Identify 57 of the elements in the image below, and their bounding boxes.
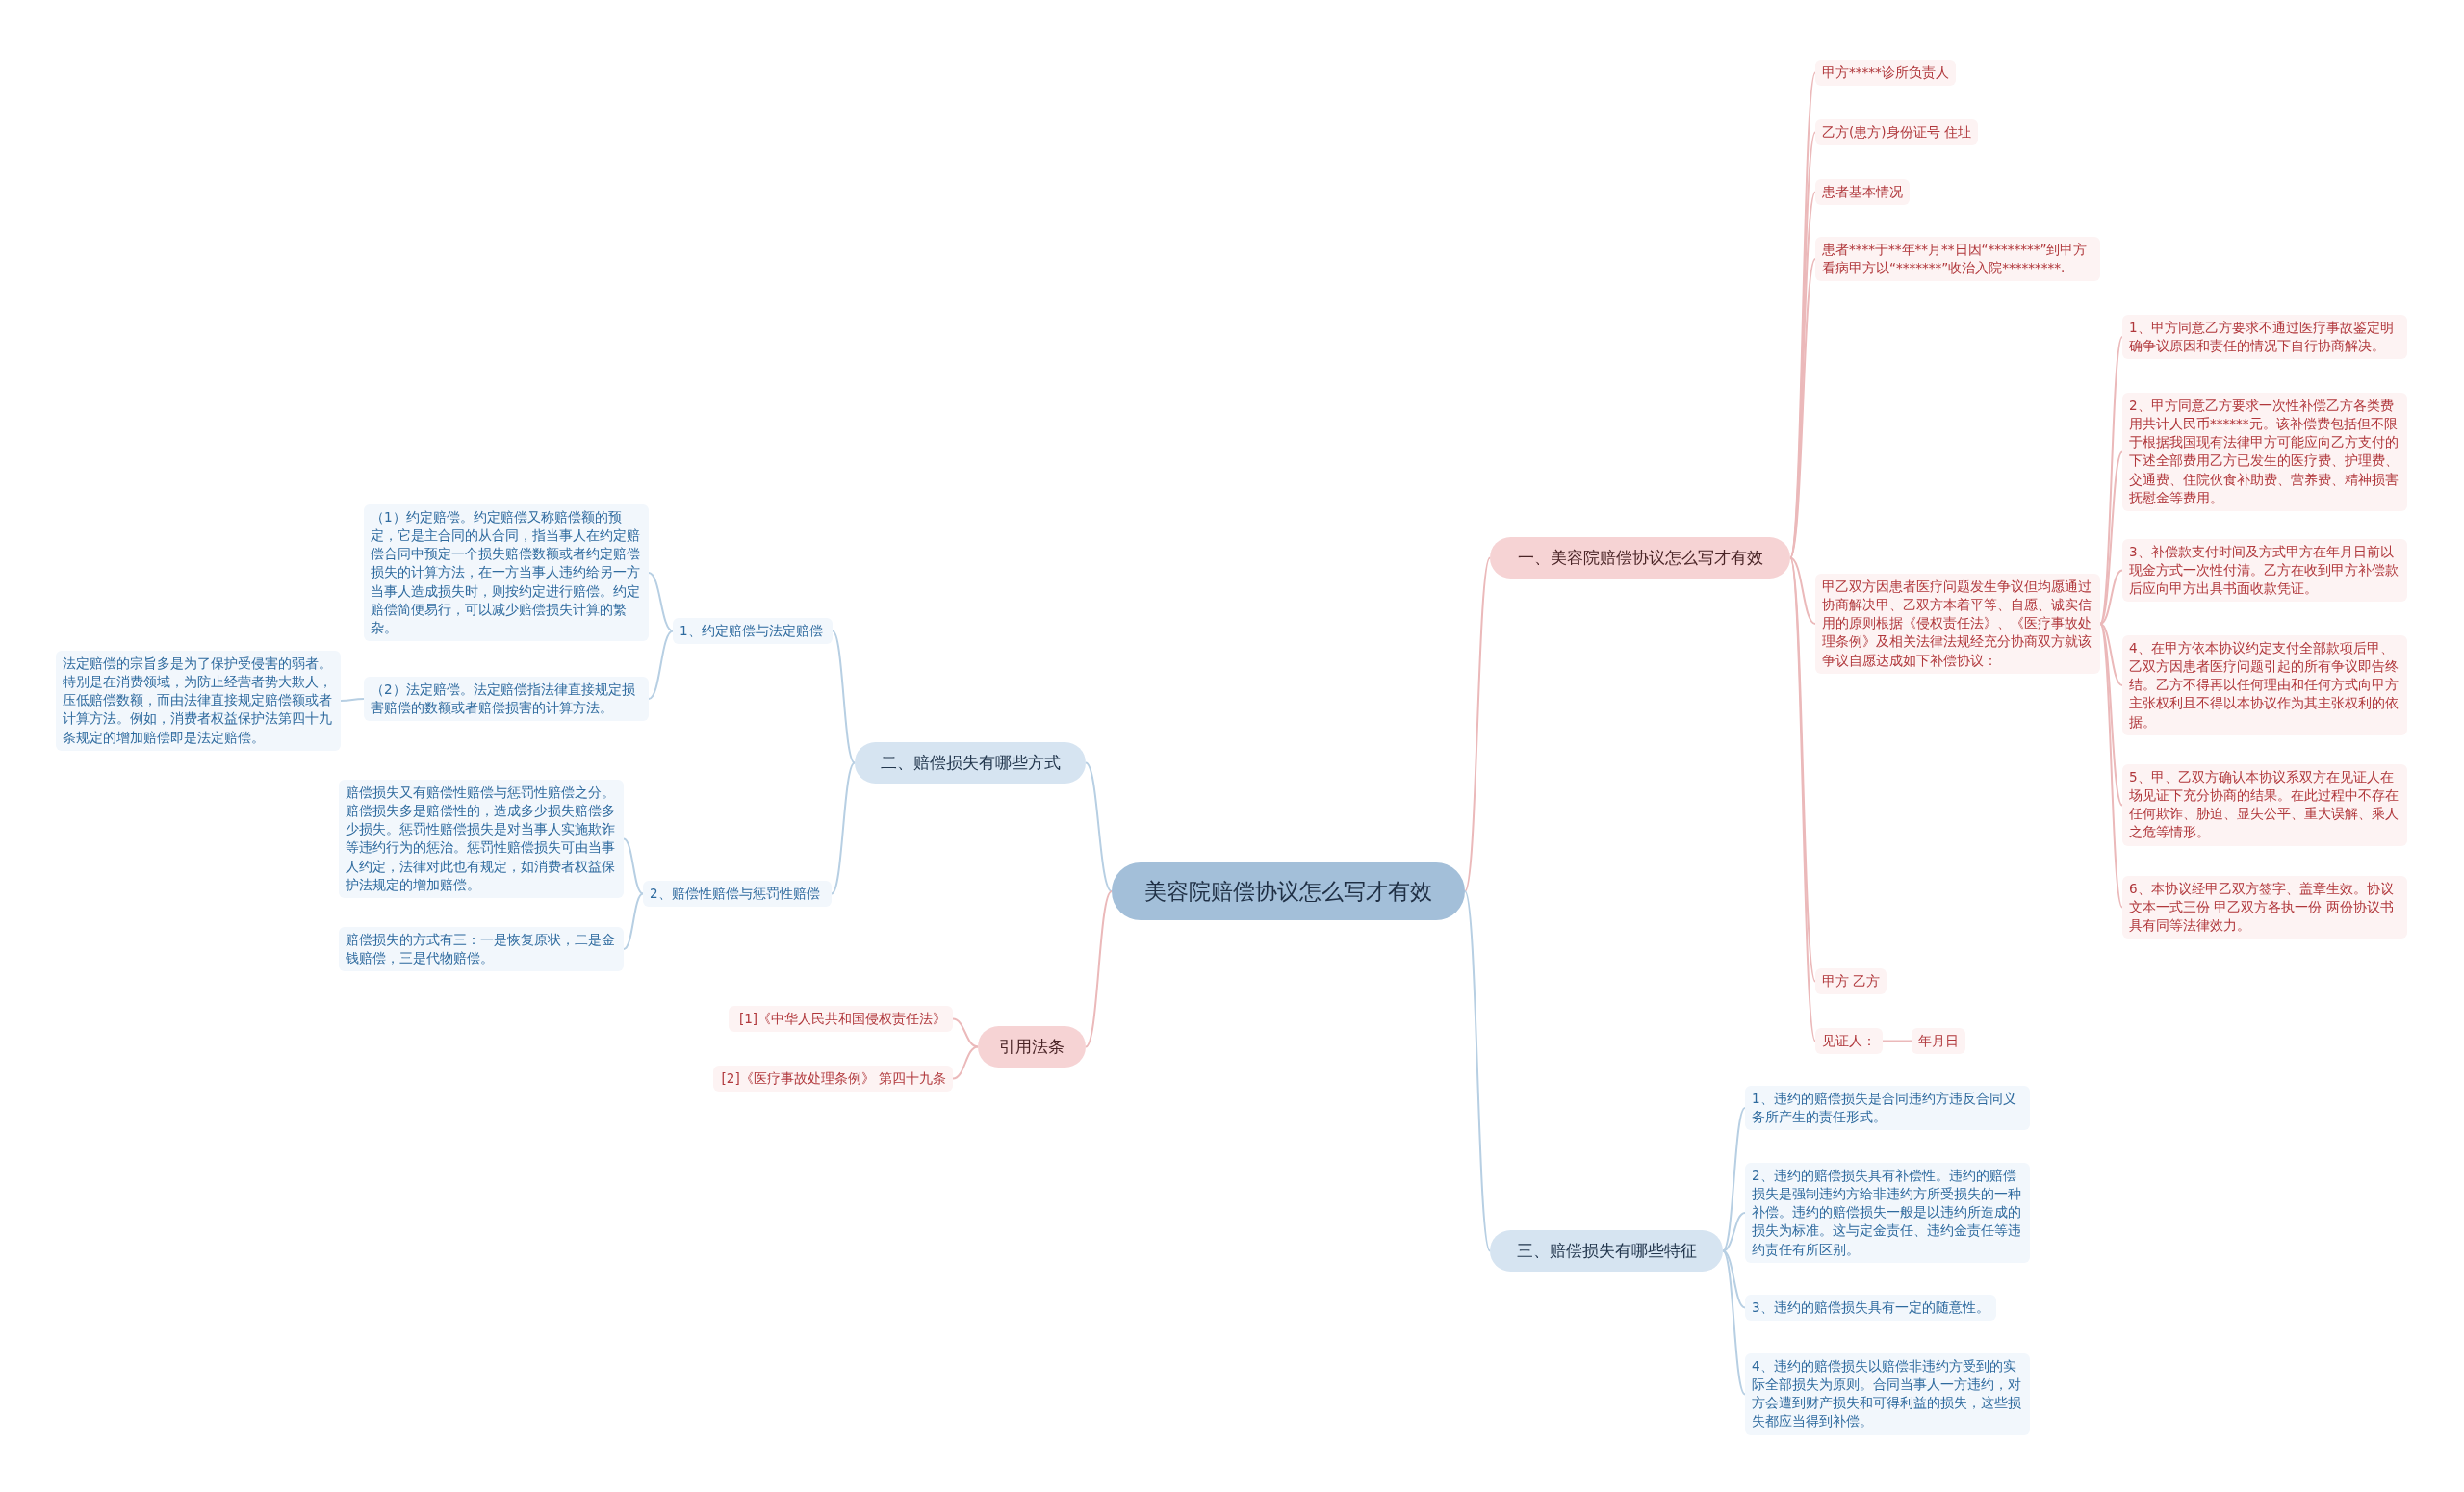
subtopic-note: 法定赔偿的宗旨多是为了保护受侵害的弱者。特别是在消费领域，为防止经营者势大欺人，压低赔偿数额，而由法律直接规定赔偿额或者计算方法。例如，消费者权益保护法第四十九条规定的增加赔偿即是法定赔偿。 (56, 651, 341, 751)
subtopic-note: 3、补偿款支付时间及方式甲方在年月日前以现金方式一次性付清。乙方在收到甲方补偿款后应向甲方出具书面收款凭证。 (2122, 539, 2407, 603)
subtopic-note: 乙方(患方)身份证号 住址 (1815, 119, 1978, 146)
connector-line (831, 761, 856, 895)
subtopic-note: 1、违约的赔偿损失是合同违约方违反合同义务所产生的责任形式。 (1745, 1086, 2030, 1131)
subtopic-note: 6、本协议经甲乙双方签字、盖章生效。协议文本一式三份 甲乙双方各执一份 两份协议书具有同等法律效力。 (2122, 876, 2407, 939)
branch-topic: 一、美容院赔偿协议怎么写才有效 (1490, 537, 1790, 579)
subtopic-note: （1）约定赔偿。约定赔偿又称赔偿额的预定，它是主合同的从合同，指当事人在约定赔偿合同中预定一个损失赔偿数额或者约定赔偿损失的计算方法，在一方当事人违约给另一方当事人造成损失时，则按约定进行赔偿。约定赔偿简便易行，可以减少赔偿损失计算的繁杂。 (364, 504, 649, 642)
connector-line (2099, 623, 2123, 909)
subtopic-note: 赔偿损失的方式有三：一是恢复原状，二是金钱赔偿，三是代物赔偿。 (339, 927, 624, 972)
subtopic-note: [1]《中华人民共和国侵权责任法》 (729, 1006, 953, 1033)
connector-line (1085, 890, 1113, 1048)
connector-line (2099, 623, 2123, 807)
connector-line (1722, 1249, 1746, 1396)
subtopic-note: 2、违约的赔偿损失具有补偿性。违约的赔偿损失是强制违约方给非违约方所受损失的一种补偿。违约的赔偿损失一般是以违约所造成的损失为标准。这与定金责任、违约金责任等违约责任有所区别。 (1745, 1163, 2030, 1263)
connector-line (2099, 569, 2123, 625)
connector-line (1789, 556, 1816, 625)
subtopic-note: 患者基本情况 (1815, 179, 1910, 206)
central-topic: 美容院赔偿协议怎么写才有效 (1112, 862, 1465, 921)
connector-line (648, 630, 674, 700)
subtopic-note: 赔偿损失又有赔偿性赔偿与惩罚性赔偿之分。赔偿损失多是赔偿性的，造成多少损失赔偿多少损失。惩罚性赔偿损失是对当事人实施欺诈等违约行为的惩治。惩罚性赔偿损失可由当事人约定，法律对此也有规定，如消费者权益保护法规定的增加赔偿。 (339, 780, 624, 898)
connector-line (2099, 623, 2123, 686)
connector-line (2099, 450, 2123, 625)
connector-line (832, 630, 856, 764)
connector-line (1722, 1107, 1746, 1252)
subtopic-note: 4、在甲方依本协议约定支付全部款项后甲、乙双方因患者医疗问题引起的所有争议即告终结。乙方不得再以任何理由和任何方式向甲方主张权利且不得以本协议作为其主张权利的依据。 (2122, 635, 2407, 735)
subtopic-note: 甲乙双方因患者医疗问题发生争议但均愿通过协商解决甲、乙双方本着平等、自愿、诚实信用的原则根据《侵权责任法》、《医疗事故处理条例》及相关法律法规经充分协商双方就该争议自愿达成如下补偿协议： (1815, 574, 2100, 674)
subtopic-note: 年月日 (1912, 1028, 1965, 1055)
subtopic-note: 见证人： (1815, 1028, 1883, 1055)
subtopic-note: 甲方 乙方 (1815, 968, 1887, 995)
connector-line (1464, 890, 1491, 1252)
connector-line (648, 572, 674, 632)
connector-line (623, 837, 644, 895)
connector-line (1722, 1212, 1746, 1252)
subtopic-note: 5、甲、乙双方确认本协议系双方在见证人在场见证下充分协商的结果。在此过程中不存在任何欺诈、胁迫、显失公平、重大误解、乘人之危等情形。 (2122, 764, 2407, 846)
connector-line (1464, 556, 1491, 892)
subtopic-note: （2）法定赔偿。法定赔偿指法律直接规定损害赔偿的数额或者赔偿损害的计算方法。 (364, 677, 649, 722)
connector-line (623, 892, 644, 950)
subtopic-note: 甲方*****诊所负责人 (1815, 60, 1956, 87)
subtopic-note: 1、甲方同意乙方要求不通过医疗事故鉴定明确争议原因和责任的情况下自行协商解决。 (2122, 315, 2407, 360)
subtopic-note: 2、甲方同意乙方要求一次性补偿乙方各类费用共计人民币******元。该补偿费包括但不限于根据我国现有法律甲方可能应向乙方支付的下述全部费用乙方已发生的医疗费、护理费、交通费、住院伙食补助费、营养费、精神损害抚慰金等费用。 (2122, 393, 2407, 511)
branch-topic: 二、赔偿损失有哪些方式 (855, 742, 1086, 784)
subtopic-note: 1、约定赔偿与法定赔偿 (673, 618, 833, 645)
subtopic-note: 患者****于**年**月**日因“********”到甲方看病甲方以“*******”收治入院*********. (1815, 237, 2100, 282)
connector-line (1722, 1249, 1746, 1309)
connector-line (1085, 761, 1113, 892)
subtopic-note: 4、违约的赔偿损失以赔偿非违约方受到的实际全部损失为原则。合同当事人一方违约，对方会遭到财产损失和可得利益的损失，这些损失都应当得到补偿。 (1745, 1353, 2030, 1435)
branch-topic: 三、赔偿损失有哪些特征 (1490, 1230, 1723, 1272)
connector-line (952, 1045, 979, 1080)
connector-line (340, 698, 365, 702)
branch-topic: 引用法条 (978, 1026, 1086, 1068)
subtopic-note: 2、赔偿性赔偿与惩罚性赔偿 (643, 881, 832, 908)
connector-line (952, 1017, 979, 1048)
connector-line (1882, 1040, 1912, 1042)
connector-line (1789, 258, 1816, 559)
subtopic-note: 3、违约的赔偿损失具有一定的随意性。 (1745, 1295, 1996, 1322)
subtopic-note: [2]《医疗事故处理条例》 第四十九条 (713, 1066, 953, 1093)
